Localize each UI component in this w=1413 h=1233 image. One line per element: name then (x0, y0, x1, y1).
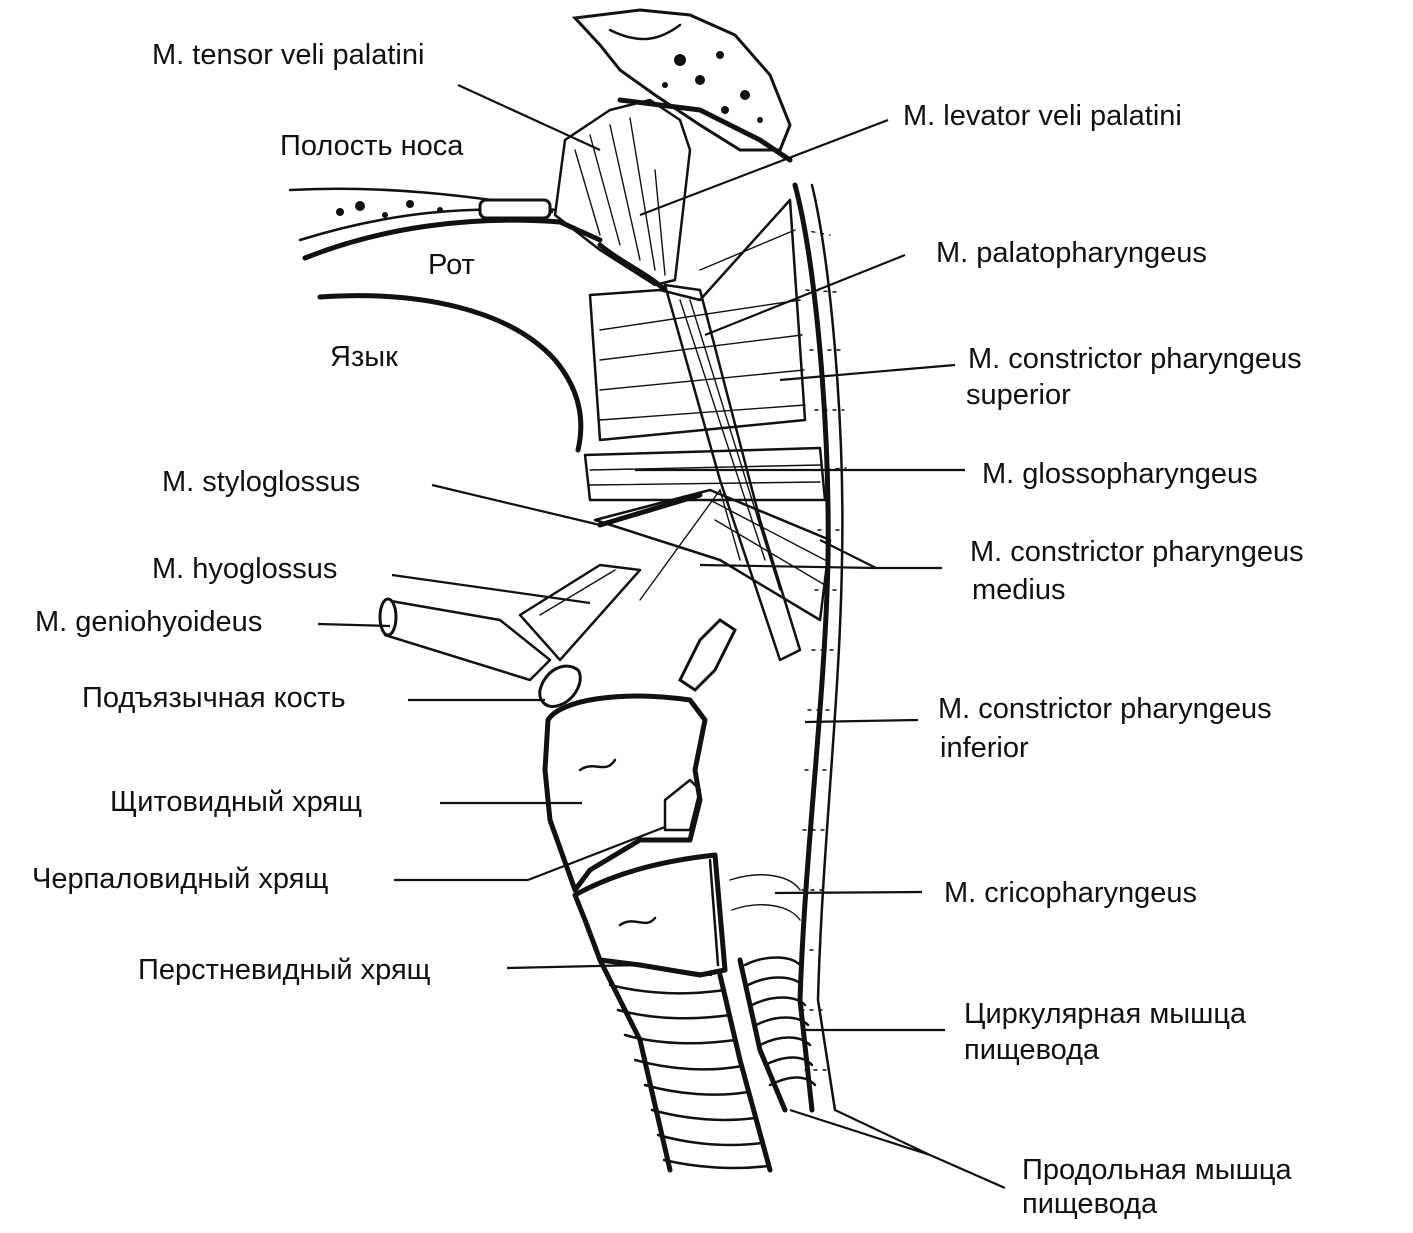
leader-cricoid-b (639, 963, 713, 977)
label-constrictor-inferior-1: M. constrictor pharyngeus (938, 693, 1272, 725)
leader-levator (639, 118, 889, 217)
label-circular-muscle-1: Циркулярная мышца (964, 998, 1247, 1030)
label-longitudinal-muscle-1: Продольная мышца (1022, 1154, 1292, 1186)
leader-palatopharyngeus (704, 253, 906, 337)
label-tensor-veli-palatini: M. tensor veli palatini (152, 39, 424, 71)
label-constrictor-superior-2: superior (966, 379, 1071, 411)
thyroid-cartilage-shape (542, 693, 708, 893)
hyoid-bone-shape (538, 618, 737, 708)
leader-arytenoid-b (527, 825, 666, 882)
leader-geniohyoideus (317, 622, 391, 628)
label-geniohyoideus: M. geniohyoideus (35, 606, 262, 638)
middle-constrictor-fan (593, 488, 832, 622)
trachea (597, 957, 773, 1173)
palatopharyngeus-strap (663, 283, 802, 662)
label-tongue: Язык (330, 341, 398, 373)
leader-longitudinal-c (834, 1109, 931, 1156)
label-cricopharyngeus: M. cricopharyngeus (944, 877, 1197, 909)
label-thyroid-cartilage: Щитовидный хрящ (110, 786, 362, 818)
leader-styloglossus (431, 483, 601, 527)
label-arytenoid-cartilage: Черпаловидный хрящ (32, 863, 328, 895)
superior-constrictor-block (588, 198, 807, 442)
leader-cricoid-a (506, 963, 641, 970)
labels: M. tensor veli palatini Полость носа Рот… (32, 39, 1304, 1220)
anatomical-drawing (288, 8, 847, 1173)
label-circular-muscle-2: пищевода (964, 1034, 1100, 1066)
label-longitudinal-muscle-2: пищевода (1022, 1188, 1158, 1220)
hyoglossus-geniohyoid (378, 563, 642, 682)
label-glossopharyngeus: M. glossopharyngeus (982, 458, 1258, 490)
leader-constrictor-inferior (804, 718, 919, 724)
leader-constrictor-medius-c (699, 563, 877, 570)
tongue-outline (317, 293, 584, 453)
label-constrictor-medius-2: medius (972, 574, 1066, 606)
pharynx-posterior-wall (792, 182, 847, 1113)
label-hyoglossus: M. hyoglossus (152, 553, 337, 585)
glossopharyngeus-band (583, 446, 827, 502)
label-levator-veli-palatini: M. levator veli palatini (903, 100, 1182, 132)
leader-longitudinal-b (789, 1108, 931, 1157)
label-palatopharyngeus: M. palatopharyngeus (936, 237, 1207, 269)
label-hyoid-bone: Подъязычная кость (82, 682, 346, 714)
esophagus (729, 874, 817, 1113)
label-constrictor-superior-1: M. constrictor pharyngeus (968, 343, 1302, 375)
label-constrictor-medius-1: M. constrictor pharyngeus (970, 536, 1304, 568)
leader-constrictor-superior (779, 363, 956, 382)
leader-constrictor-medius-b (819, 539, 877, 569)
leader-cricopharyngeus (774, 890, 923, 895)
soft-palate-muscles (553, 98, 692, 293)
leader-lines (317, 83, 1006, 1190)
leader-longitudinal-a (929, 1153, 1006, 1190)
skull-base-bone (571, 8, 793, 163)
label-constrictor-inferior-2: inferior (940, 732, 1029, 764)
label-mouth: Рот (428, 249, 475, 281)
cricoid-cartilage-shape (572, 852, 728, 978)
label-cricoid-cartilage: Перстневидный хрящ (138, 954, 431, 986)
hard-palate (288, 187, 603, 261)
leader-tensor (457, 83, 601, 152)
label-styloglossus: M. styloglossus (162, 466, 360, 498)
label-nasal-cavity: Полость носа (280, 130, 464, 162)
leader-hyoglossus (391, 573, 591, 605)
